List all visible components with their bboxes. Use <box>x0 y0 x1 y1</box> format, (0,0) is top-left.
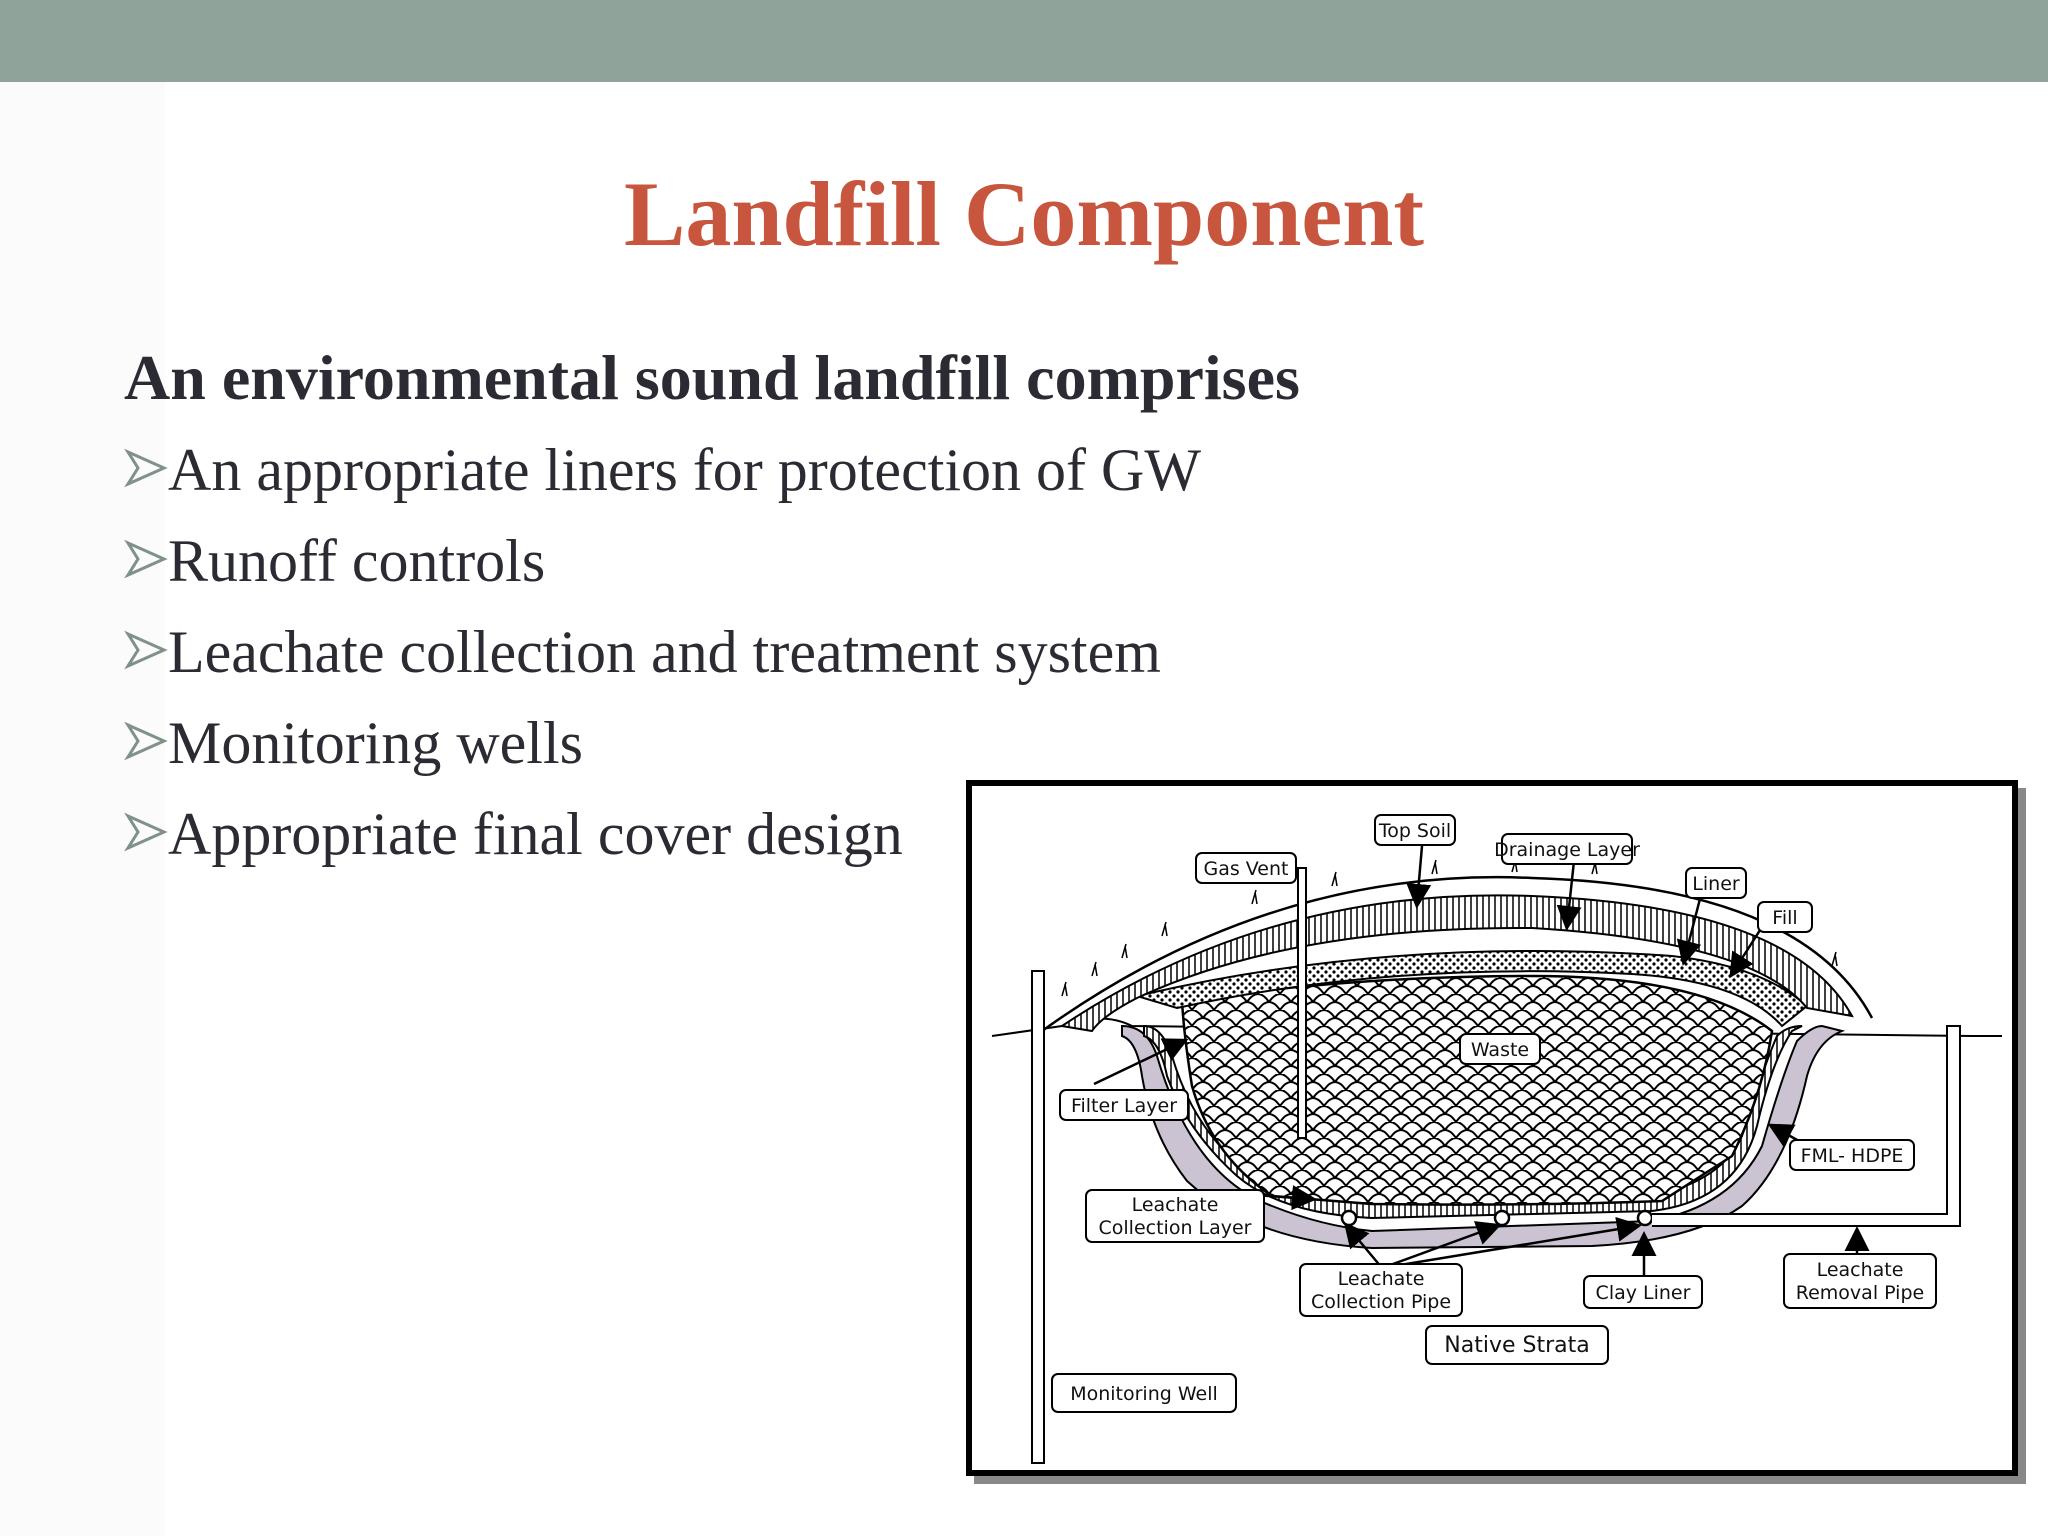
landfill-diagram-svg: Top Soil Drainage Layer Gas Vent Liner F… <box>991 814 2002 1464</box>
bullet-item: An appropriate liners for protection of … <box>124 440 1201 531</box>
bullet-item: Leachate collection and treatment system <box>124 622 1201 713</box>
slide-title: Landfill Component <box>623 163 1425 265</box>
svg-text:Clay Liner: Clay Liner <box>1596 1282 1691 1304</box>
top-soil-layer <box>1059 894 1854 1033</box>
arrowhead-bullet-icon <box>124 630 168 670</box>
label-gas-vent: Gas Vent <box>1195 852 1297 884</box>
label-liner: Liner <box>1685 867 1747 899</box>
arrowhead-bullet-icon <box>124 448 168 488</box>
bullet-text: An appropriate liners for protection of … <box>168 437 1201 503</box>
leachate-removal-pipe <box>1652 1025 1961 1227</box>
landfill-cross-section-diagram: Top Soil Drainage Layer Gas Vent Liner F… <box>966 780 2018 1476</box>
left-margin-shade <box>0 82 165 1536</box>
svg-text:Monitoring Well: Monitoring Well <box>1070 1383 1218 1405</box>
slide-subtitle: An environmental sound landfill comprise… <box>124 342 1300 413</box>
label-native-strata: Native Strata <box>1425 1325 1609 1365</box>
monitoring-well-pipe <box>1031 970 1045 1464</box>
top-accent-bar <box>0 0 2048 82</box>
bullet-text: Monitoring wells <box>168 710 583 776</box>
label-clay-liner: Clay Liner <box>1583 1275 1703 1309</box>
svg-text:Native Strata: Native Strata <box>1444 1333 1589 1358</box>
label-leachate-collection-layer: Leachate Collection Layer <box>1085 1189 1265 1243</box>
bullet-item: Monitoring wells <box>124 713 1201 804</box>
svg-text:FML- HDPE: FML- HDPE <box>1801 1145 1904 1167</box>
svg-text:Fill: Fill <box>1772 907 1797 929</box>
label-fml-hdpe: FML- HDPE <box>1789 1139 1915 1171</box>
arrowhead-bullet-icon <box>124 539 168 579</box>
bullet-item: Runoff controls <box>124 531 1201 622</box>
leachate-collection-pipe-1 <box>1340 1209 1358 1227</box>
label-waste: Waste <box>1459 1033 1541 1065</box>
leachate-collection-pipe-2 <box>1493 1209 1511 1227</box>
svg-text:Collection Layer: Collection Layer <box>1099 1217 1252 1239</box>
waste-mass <box>1180 974 1774 1206</box>
label-leachate-removal-pipe: Leachate Removal Pipe <box>1783 1253 1937 1309</box>
bullet-list: An appropriate liners for protection of … <box>124 440 1201 895</box>
svg-text:Waste: Waste <box>1471 1039 1529 1061</box>
label-fill: Fill <box>1757 901 1813 933</box>
bullet-text: Runoff controls <box>168 528 546 594</box>
bullet-item: Appropriate final cover design <box>124 804 1201 895</box>
label-top-soil: Top Soil <box>1374 814 1456 846</box>
arrowhead-bullet-icon <box>124 812 168 852</box>
svg-text:Gas Vent: Gas Vent <box>1203 858 1288 880</box>
svg-text:Leachate: Leachate <box>1338 1268 1425 1290</box>
label-monitoring-well: Monitoring Well <box>1051 1373 1237 1413</box>
svg-text:Collection Pipe: Collection Pipe <box>1311 1291 1451 1313</box>
label-drainage-layer: Drainage Layer <box>1494 833 1640 865</box>
svg-text:Leachate: Leachate <box>1817 1259 1904 1281</box>
svg-text:Removal Pipe: Removal Pipe <box>1796 1282 1924 1304</box>
bullet-text: Appropriate final cover design <box>168 801 903 867</box>
bullet-text: Leachate collection and treatment system <box>168 619 1161 685</box>
svg-text:Filter Layer: Filter Layer <box>1071 1095 1177 1117</box>
svg-text:Top Soil: Top Soil <box>1378 820 1451 842</box>
svg-text:Leachate: Leachate <box>1132 1194 1219 1216</box>
label-filter-layer: Filter Layer <box>1059 1089 1189 1121</box>
leachate-collection-pipe-3 <box>1636 1209 1654 1227</box>
svg-text:Liner: Liner <box>1692 873 1740 895</box>
gas-vent-pipe <box>1297 867 1307 1139</box>
label-leachate-collection-pipe: Leachate Collection Pipe <box>1299 1263 1463 1317</box>
svg-text:Drainage Layer: Drainage Layer <box>1494 839 1640 861</box>
arrowhead-bullet-icon <box>124 721 168 761</box>
